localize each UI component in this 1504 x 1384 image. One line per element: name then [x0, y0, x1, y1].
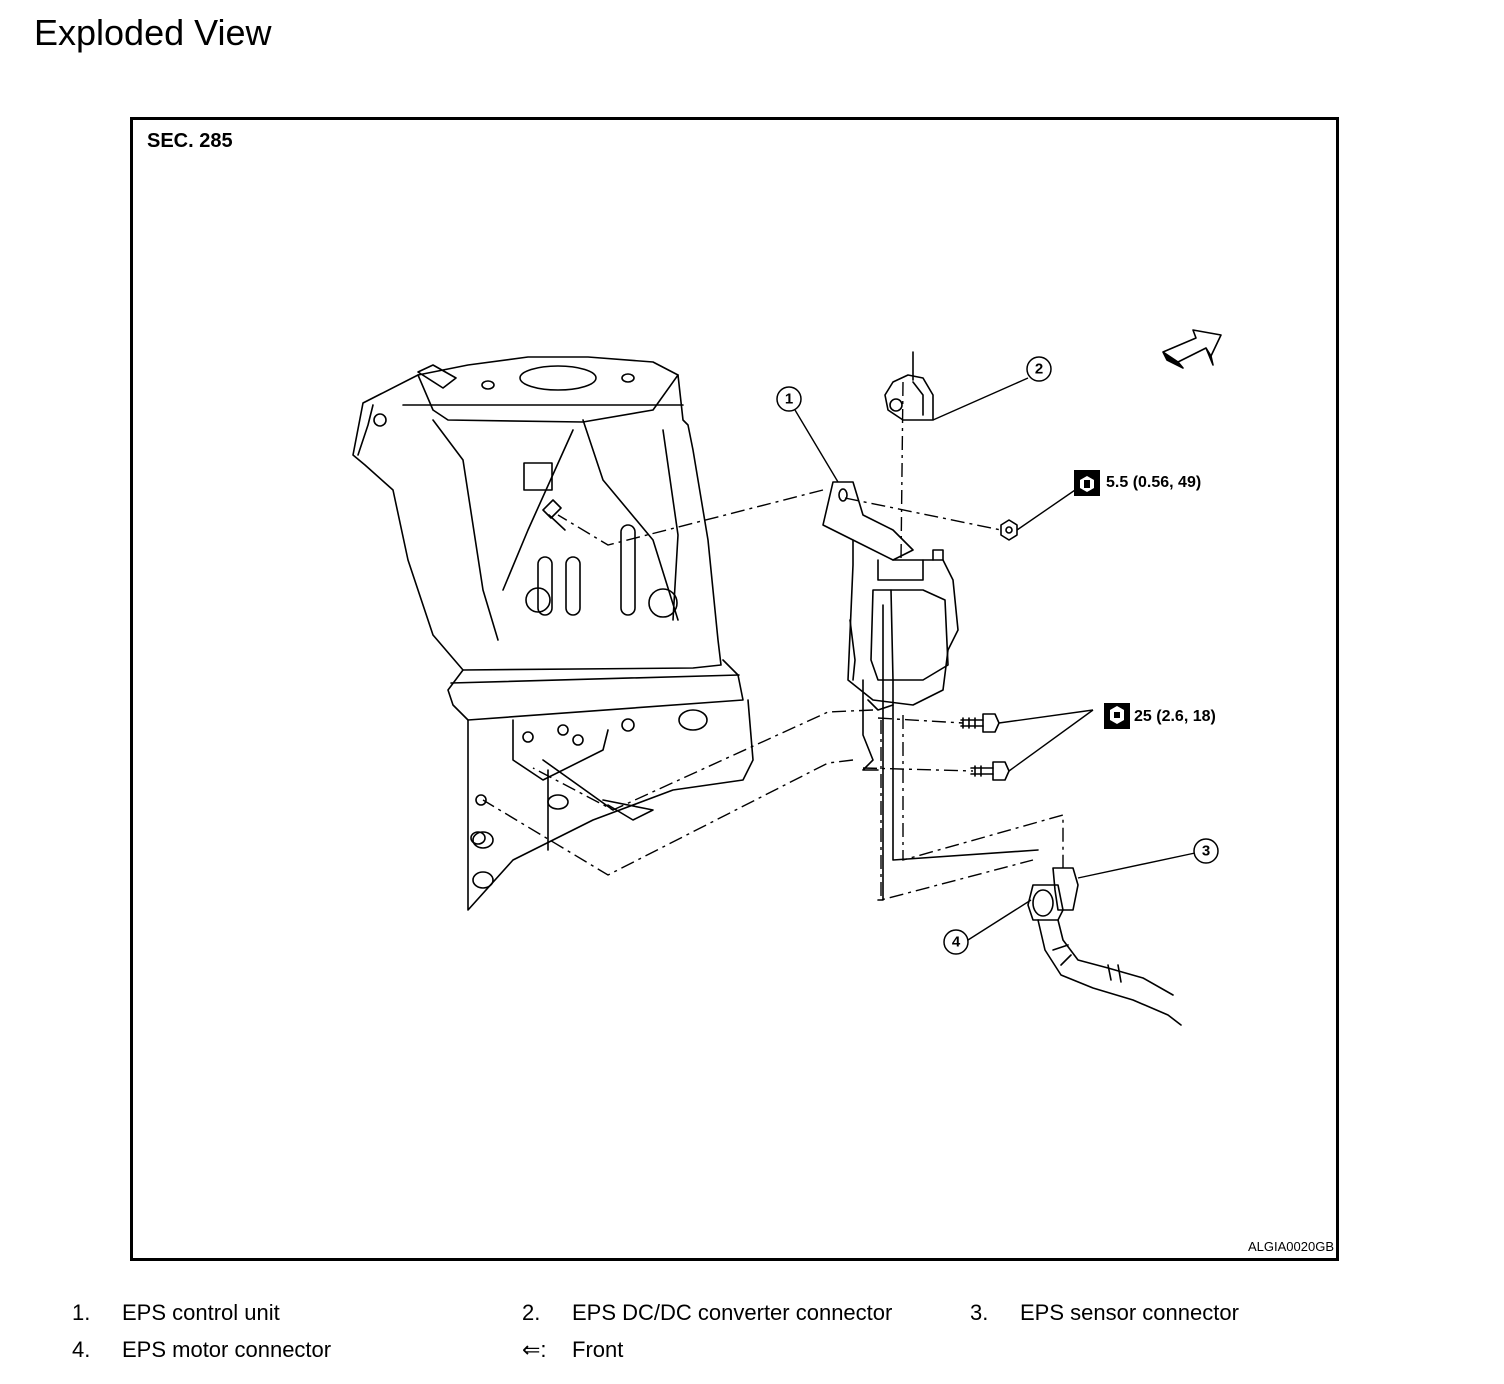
callout-3-circle — [1193, 838, 1219, 864]
section-label: SEC. 285 — [147, 130, 233, 152]
callout-4-circle — [943, 929, 969, 955]
callout-2-circle — [1026, 356, 1052, 382]
legend-label: EPS sensor connector — [1020, 1300, 1239, 1325]
figure-code: ALGIA0020GB — [1248, 1239, 1334, 1254]
torque-wrench-icon — [1104, 703, 1130, 729]
torque-spec-nut: 5.5 (0.56, 49) — [1106, 474, 1201, 491]
legend-number: 1. — [72, 1300, 91, 1325]
parts-legend: 1. EPS control unit 2. EPS DC/DC convert… — [0, 1294, 1504, 1374]
mounting-bolts — [960, 713, 1010, 781]
page-title: Exploded View — [34, 12, 272, 53]
legend-label: EPS motor connector — [122, 1337, 332, 1362]
torque-wrench-icon — [1074, 470, 1100, 496]
torque-spec-bolts: 25 (2.6, 18) — [1134, 708, 1216, 725]
callout-3: 3 — [1202, 843, 1210, 860]
dc-dc-converter-connector — [884, 351, 934, 421]
mounting-nut — [1000, 519, 1018, 541]
legend-label: EPS DC/DC converter connector — [572, 1300, 893, 1325]
callout-1: 1 — [785, 391, 793, 408]
callout-2: 2 — [1035, 361, 1043, 378]
eps-control-unit — [822, 481, 959, 771]
harness-leads — [877, 604, 1039, 901]
front-direction-arrow-icon — [1162, 329, 1222, 369]
legend-label: EPS control unit — [122, 1300, 280, 1325]
callout-4: 4 — [952, 934, 961, 951]
exploded-view-figure: 1 2 3 4 5.5 (0.56, 49) 25 (2.6, 18) SEC.… — [130, 117, 1339, 1261]
body-panel — [352, 356, 754, 911]
legend-number: 2. — [522, 1300, 541, 1325]
callout-1-circle — [776, 386, 802, 412]
legend-label: Front — [572, 1337, 624, 1362]
legend-number: ⇐: — [522, 1337, 547, 1362]
legend-number: 4. — [72, 1337, 91, 1362]
exploded-diagram: 1 2 3 4 5.5 (0.56, 49) 25 (2.6, 18) — [352, 329, 1222, 1026]
legend-number: 3. — [970, 1300, 989, 1325]
sensor-and-motor-connectors — [1027, 867, 1182, 1026]
